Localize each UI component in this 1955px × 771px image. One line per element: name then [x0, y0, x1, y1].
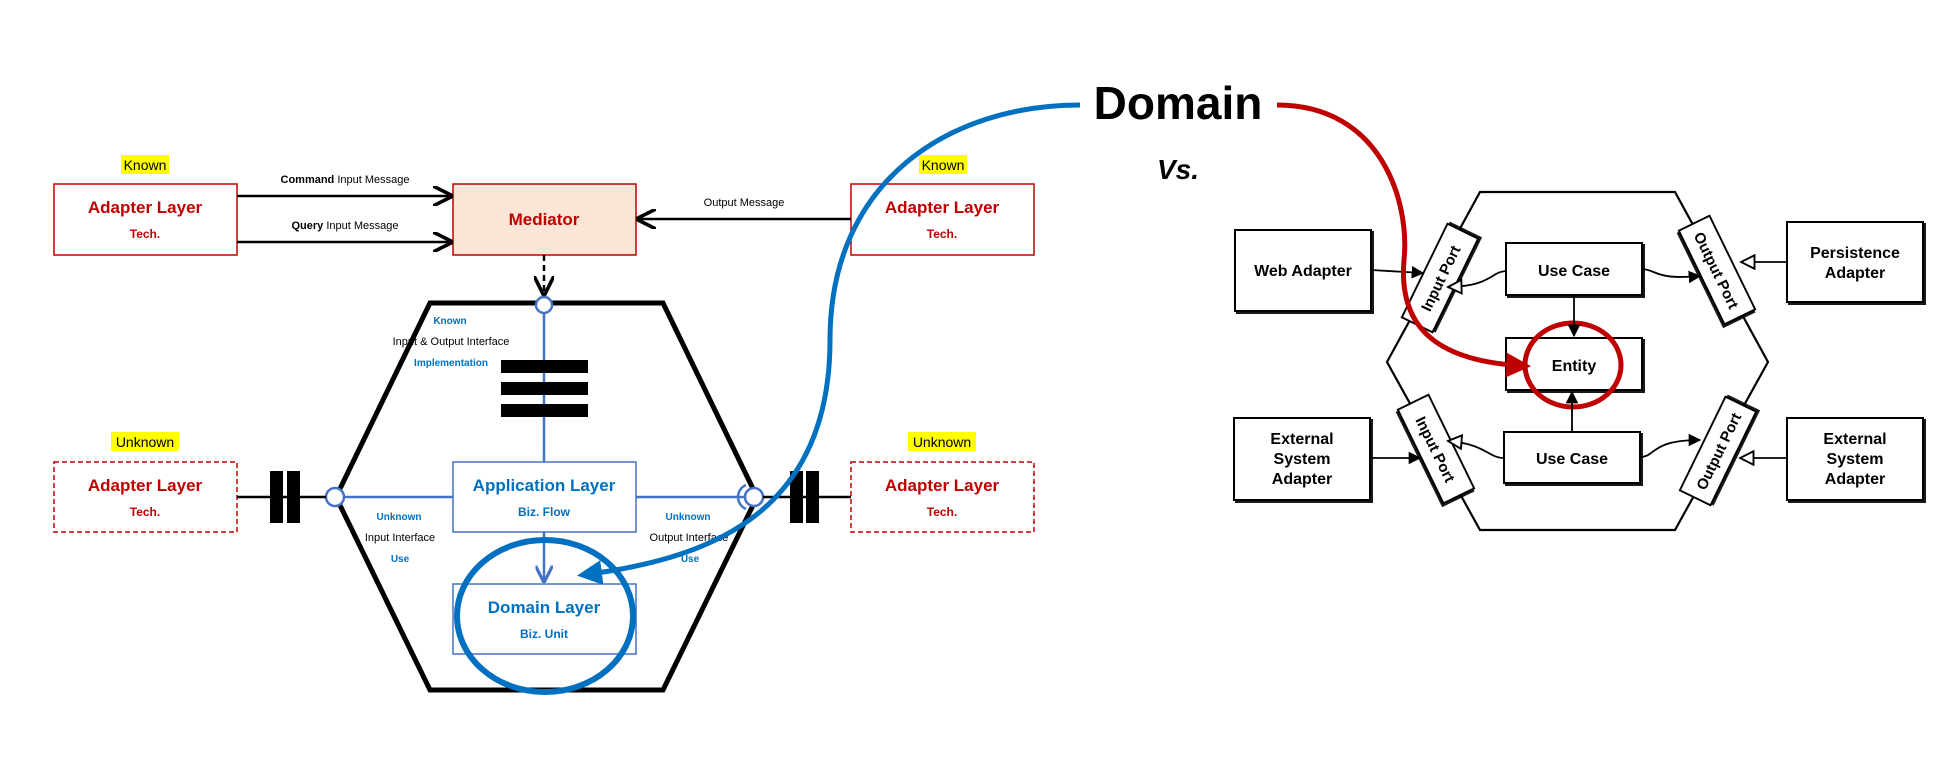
persistence-adapter-label-2: Adapter	[1825, 265, 1885, 282]
mediator-label: Mediator	[509, 210, 580, 229]
external-adapter-box-left	[1233, 417, 1371, 501]
hex-known-label: Known	[433, 316, 466, 327]
external-adapter-left-1: External	[1270, 431, 1333, 448]
adapter-layer-top-left	[53, 183, 238, 256]
web-adapter-box	[1234, 229, 1372, 312]
unknown-label-left: Unknown	[116, 434, 174, 450]
external-adapter-left-2: System	[1274, 451, 1331, 468]
known-label-bg-left	[121, 155, 169, 174]
left-unknown-label: Unknown	[377, 512, 422, 523]
domain-heading: Domain	[1094, 77, 1263, 129]
unknown-label-right: Unknown	[913, 434, 971, 450]
known-label-left: Known	[124, 157, 167, 173]
persistence-adapter-label-1: Persistence	[1810, 245, 1900, 262]
query-message-label: Query Input Message	[291, 220, 398, 232]
implementation-bar-1	[501, 360, 588, 373]
use-case-top-label: Use Case	[1538, 263, 1610, 280]
mediator-box	[452, 183, 637, 256]
external-adapter-box-right	[1786, 417, 1924, 501]
entity-label: Entity	[1552, 358, 1597, 375]
adapter-sub-bottom-right: Tech.	[927, 505, 957, 519]
right-port-circle	[743, 486, 765, 508]
implementation-label: Implementation	[414, 358, 488, 369]
known-label-bg-right	[919, 155, 967, 174]
implementation-bar-2	[501, 382, 588, 395]
external-adapter-left-3: Adapter	[1272, 471, 1332, 488]
input-port-bottom: Input Port	[1396, 393, 1476, 505]
adapter-title-bottom-right: Adapter Layer	[885, 476, 1000, 495]
adapter-sub-top-right: Tech.	[927, 227, 957, 241]
domain-layer-box	[452, 583, 637, 655]
output-port-bottom: Output Port	[1678, 395, 1758, 507]
right-hexagon-boundary	[1385, 190, 1770, 532]
adapter-sub-bottom-left: Tech.	[130, 505, 160, 519]
external-adapter-right-2: System	[1827, 451, 1884, 468]
adapter-title-bottom-left: Adapter Layer	[88, 476, 203, 495]
io-interface-label: Input & Output Interface	[393, 336, 510, 348]
domain-highlight-ellipse	[454, 537, 636, 695]
right-port-socket	[736, 483, 747, 511]
left-use-label: Use	[391, 554, 410, 565]
usecase-bottom-to-input-port	[1448, 441, 1505, 459]
top-port-circle	[534, 295, 554, 315]
domain-red-curve-arrow	[1276, 102, 1531, 378]
adapter-layer-bottom-right	[850, 461, 1035, 533]
usecase-top-to-input-port	[1448, 270, 1507, 287]
adapter-title-top-left: Adapter Layer	[88, 198, 203, 217]
output-message-label: Output Message	[704, 197, 785, 209]
left-port-circle	[324, 486, 346, 508]
right-use-label: Use	[681, 554, 700, 565]
known-label-right: Known	[922, 157, 965, 173]
adapter-sub-top-left: Tech.	[130, 227, 160, 241]
persistence-adapter-box	[1786, 221, 1924, 303]
unknown-label-bg-left	[111, 432, 179, 451]
application-layer-sub: Biz. Flow	[518, 505, 571, 519]
use-case-bottom-label: Use Case	[1536, 451, 1608, 468]
domain-blue-curve-arrow	[577, 102, 1081, 585]
right-plug-bar-1	[790, 471, 803, 523]
right-plug-bar-2	[806, 471, 819, 523]
adapter-title-top-right: Adapter Layer	[885, 198, 1000, 217]
web-to-input-port	[1370, 266, 1425, 279]
left-plug-bar-1	[270, 471, 283, 523]
vs-heading: Vs.	[1157, 154, 1199, 185]
left-diagram: Known Adapter Layer Tech. Mediator Comma…	[53, 155, 1035, 695]
implementation-bar-3	[501, 404, 588, 417]
web-adapter-label: Web Adapter	[1254, 263, 1352, 280]
usecase-top-to-output-port	[1641, 268, 1702, 284]
output-port-top: Output Port	[1677, 214, 1757, 326]
usecase-bottom-to-output-port	[1639, 433, 1702, 458]
input-interface-label: Input Interface	[365, 532, 435, 544]
unknown-label-bg-right	[908, 432, 976, 451]
external-adapter-right-3: Adapter	[1825, 471, 1885, 488]
application-layer-title: Application Layer	[473, 476, 616, 495]
domain-layer-title: Domain Layer	[488, 598, 601, 617]
adapter-layer-bottom-left	[53, 461, 238, 533]
right-unknown-label: Unknown	[666, 512, 711, 523]
application-layer-box	[452, 461, 637, 533]
right-diagram: Web Adapter Persistence Adapter External…	[1233, 190, 1924, 532]
domain-layer-sub: Biz. Unit	[520, 627, 568, 641]
command-message-label: Command Input Message	[281, 174, 410, 186]
external-adapter-right-1: External	[1823, 431, 1886, 448]
left-plug-bar-2	[287, 471, 300, 523]
